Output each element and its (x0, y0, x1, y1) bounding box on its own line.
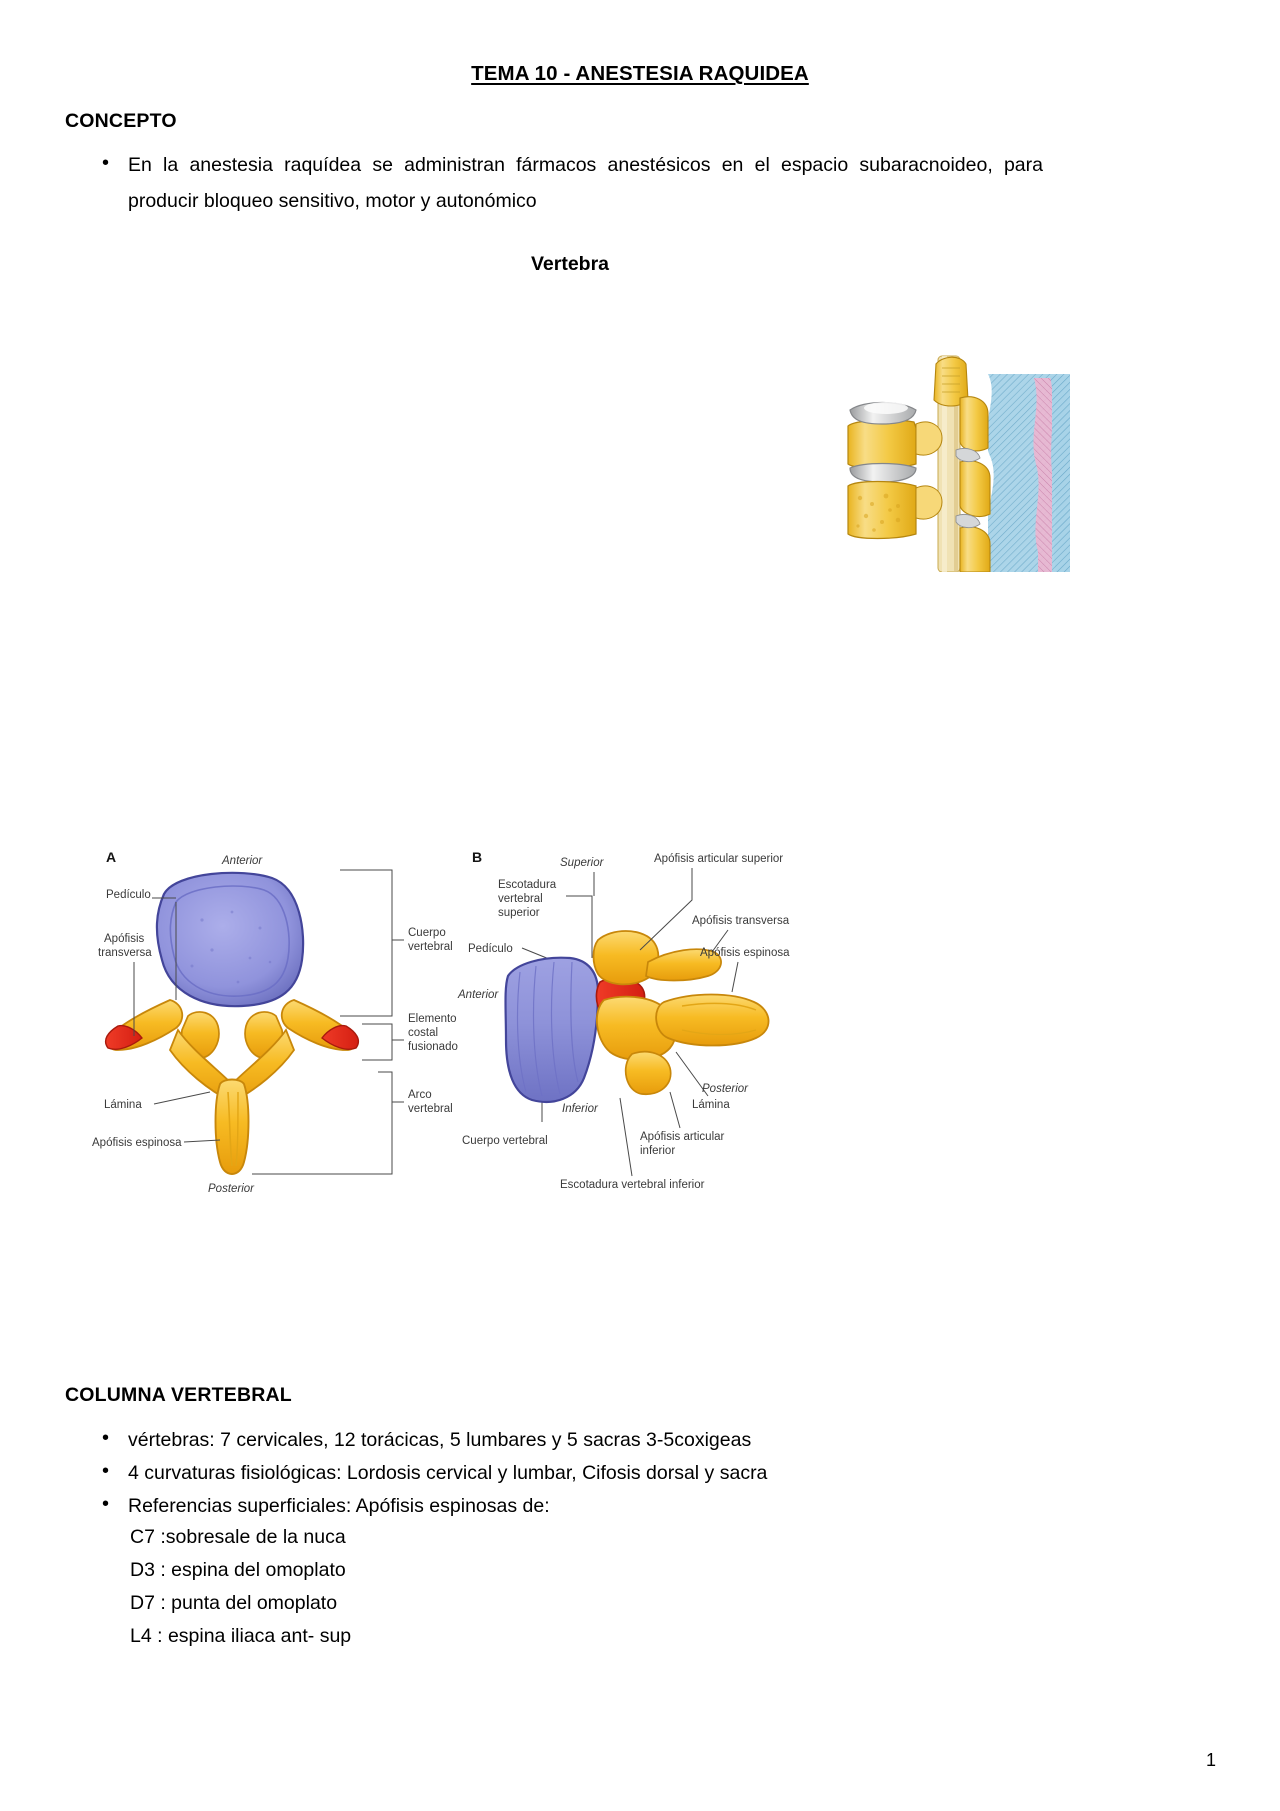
sagittal-spine-illustration (838, 338, 1070, 572)
bullet-text-concepto: En la anestesia raquídea se administran … (128, 154, 1043, 212)
label-a-lamina: Lámina (104, 1099, 142, 1111)
label-b-escotadura-inferior: Escotadura vertebral inferior (560, 1179, 705, 1191)
label-b-apofisis-articular-inferior-line1: Apófisis articular (640, 1131, 725, 1143)
label-a-elemento-costal-line2: costal (408, 1027, 438, 1039)
label-a-pediculo: Pedículo (106, 889, 151, 901)
label-b-escotadura-sup-line2: vertebral (498, 893, 543, 905)
label-a-elemento-costal-line3: fusionado (408, 1041, 458, 1053)
figure-sagittal-spine (838, 338, 1070, 572)
reference-line-l4: L4 : espina iliaca ant- sup (130, 1625, 352, 1647)
section-heading-columna-vertebral: COLUMNA VERTEBRAL (65, 1384, 292, 1406)
figure-vertebra-superior-lateral: A Anterior (92, 840, 832, 1210)
bullet-text-vertebras: vértebras: 7 cervicales, 12 torácicas, 5… (128, 1429, 752, 1451)
label-a-cuerpo-vertebral-line2: vertebral (408, 941, 453, 953)
section-heading-concepto: CONCEPTO (65, 110, 177, 132)
bullet-marker: • (102, 152, 110, 174)
bullet-item-concepto: • En la anestesia raquídea se administra… (98, 147, 1043, 219)
vertebra-views-illustration: A Anterior (92, 840, 832, 1210)
label-a-posterior: Posterior (208, 1183, 255, 1195)
label-b-apofisis-articular-inferior-line2: inferior (640, 1145, 675, 1157)
label-b-cuerpo-vertebral: Cuerpo vertebral (462, 1135, 548, 1147)
label-a-cuerpo-vertebral-line1: Cuerpo (408, 927, 446, 939)
page-number: 1 (1205, 1750, 1216, 1770)
page-title-text: TEMA 10 - ANESTESIA RAQUIDEA (471, 62, 809, 85)
label-b-apofisis-articular-superior: Apófisis articular superior (654, 853, 783, 865)
bullet-text-curvaturas: 4 curvaturas fisiológicas: Lordosis cerv… (128, 1462, 768, 1484)
panel-letter-b: B (472, 849, 482, 865)
label-b-escotadura-sup-line1: Escotadura (498, 879, 557, 891)
bullet-marker: • (102, 1493, 110, 1515)
reference-line-d7: D7 : punta del omoplato (130, 1592, 338, 1614)
label-b-pediculo: Pedículo (468, 943, 513, 955)
section-heading-vertebra: Vertebra (530, 253, 610, 275)
label-b-lamina: Lámina (692, 1099, 730, 1111)
label-a-apofisis-espinosa: Apófisis espinosa (92, 1137, 182, 1149)
label-b-superior: Superior (560, 857, 605, 869)
label-a-anterior: Anterior (221, 855, 263, 867)
label-b-anterior: Anterior (457, 989, 499, 1001)
reference-line-c7: C7 :sobresale de la nuca (130, 1526, 346, 1548)
label-a-arco-vertebral-line1: Arco (408, 1089, 432, 1101)
label-a-apofisis-transversa-line2: transversa (98, 947, 152, 959)
bullet-marker: • (102, 1427, 110, 1449)
label-b-apofisis-espinosa: Apófisis espinosa (700, 947, 790, 959)
bullet-text-referencias: Referencias superficiales: Apófisis espi… (128, 1495, 550, 1517)
label-a-apofisis-transversa-line1: Apófisis (104, 933, 145, 945)
bullet-item-curvaturas: • 4 curvaturas fisiológicas: Lordosis ce… (98, 1455, 1038, 1491)
bullet-marker: • (102, 1460, 110, 1482)
bullet-item-referencias: • Referencias superficiales: Apófisis es… (98, 1488, 1038, 1524)
reference-line-d3: D3 : espina del omoplato (130, 1559, 346, 1581)
label-b-inferior: Inferior (562, 1103, 599, 1115)
label-a-elemento-costal-line1: Elemento (408, 1013, 457, 1025)
label-a-arco-vertebral-line2: vertebral (408, 1103, 453, 1115)
label-b-posterior: Posterior (702, 1083, 749, 1095)
label-b-apofisis-transversa: Apófisis transversa (692, 915, 790, 927)
page-title: TEMA 10 - ANESTESIA RAQUIDEA (0, 62, 1280, 86)
bullet-item-vertebras: • vértebras: 7 cervicales, 12 torácicas,… (98, 1422, 1038, 1458)
label-b-escotadura-sup-line3: superior (498, 907, 540, 919)
panel-letter-a: A (106, 849, 116, 865)
